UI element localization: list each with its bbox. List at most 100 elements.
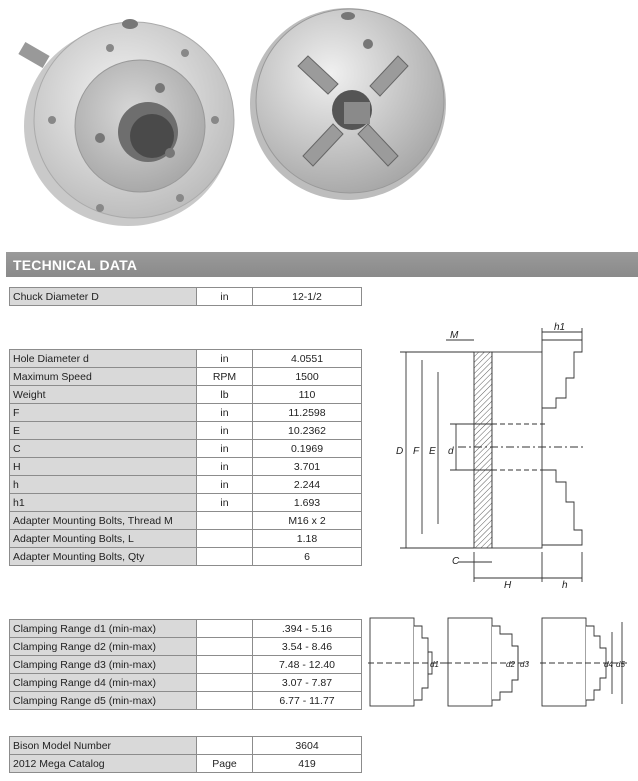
row-unit (196, 637, 253, 656)
row-label: H (9, 457, 197, 476)
section-title: TECHNICAL DATA (13, 257, 138, 273)
row-unit: in (196, 349, 253, 368)
row-value: 110 (252, 385, 362, 404)
row-label: h (9, 475, 197, 494)
row-value: 419 (252, 754, 362, 773)
row-label: Hole Diameter d (9, 349, 197, 368)
row-unit: in (196, 475, 253, 494)
row-unit (196, 511, 253, 530)
table-row: Clamping Range d2 (min-max) 3.54 - 8.46 (9, 637, 362, 656)
row-label: Maximum Speed (9, 367, 197, 386)
row-label: Clamping Range d4 (min-max) (9, 673, 197, 692)
row-value: 0.1969 (252, 439, 362, 458)
row-value: 2.244 (252, 475, 362, 494)
chuck-front-photo (250, 8, 446, 200)
table-row: Clamping Range d5 (min-max) 6.77 - 11.77 (9, 691, 362, 710)
dim-label: M (450, 330, 459, 341)
row-value: 6 (252, 547, 362, 566)
row-value: 10.2362 (252, 421, 362, 440)
row-unit: in (196, 421, 253, 440)
row-label: Weight (9, 385, 197, 404)
row-unit (196, 655, 253, 674)
row-unit (196, 736, 253, 755)
row-unit: in (196, 287, 253, 306)
dim-label: d5 (616, 660, 625, 669)
table-row: Chuck Diameter D in 12-1/2 (9, 287, 362, 306)
dim-label: h1 (554, 322, 565, 333)
row-label: Clamping Range d1 (min-max) (9, 619, 197, 638)
dim-label: D (396, 446, 403, 457)
row-value: 11.2598 (252, 403, 362, 422)
chuck-cross-section-drawing: M h1 D F E d C H h (396, 322, 586, 591)
dim-label: C (452, 556, 460, 567)
dim-label: d3 (520, 660, 529, 669)
row-label: C (9, 439, 197, 458)
row-value: 4.0551 (252, 349, 362, 368)
row-label: E (9, 421, 197, 440)
row-unit (196, 691, 253, 710)
row-unit: in (196, 457, 253, 476)
row-unit: in (196, 439, 253, 458)
row-label: Adapter Mounting Bolts, Qty (9, 547, 197, 566)
dim-label: h (562, 580, 568, 591)
row-label: 2012 Mega Catalog (9, 754, 197, 773)
row-label: Clamping Range d5 (min-max) (9, 691, 197, 710)
row-label: Chuck Diameter D (9, 287, 197, 306)
row-value: 3.701 (252, 457, 362, 476)
clamping-range-table: Clamping Range d1 (min-max) .394 - 5.16 C… (9, 619, 362, 710)
row-unit (196, 547, 253, 566)
row-label: F (9, 403, 197, 422)
row-unit: in (196, 403, 253, 422)
dim-label: d (448, 446, 454, 457)
row-label: Bison Model Number (9, 736, 197, 755)
row-unit (196, 529, 253, 548)
table-row: Clamping Range d4 (min-max) 3.07 - 7.87 (9, 673, 362, 692)
row-label: Clamping Range d3 (min-max) (9, 655, 197, 674)
row-unit (196, 673, 253, 692)
row-unit: lb (196, 385, 253, 404)
row-value: 3.54 - 8.46 (252, 637, 362, 656)
row-unit: Page (196, 754, 253, 773)
dim-label: d2 (506, 660, 515, 669)
table-row: Adapter Mounting Bolts, Qty 6 (9, 547, 362, 566)
table-row: Adapter Mounting Bolts, Thread M M16 x 2 (9, 511, 362, 530)
row-label: Clamping Range d2 (min-max) (9, 637, 197, 656)
row-unit: RPM (196, 367, 253, 386)
chuck-rear-photo (18, 19, 235, 226)
section-header: TECHNICAL DATA (6, 252, 638, 277)
row-label: Adapter Mounting Bolts, Thread M (9, 511, 197, 530)
row-value: 3.07 - 7.87 (252, 673, 362, 692)
row-value: M16 x 2 (252, 511, 362, 530)
row-value: 1.18 (252, 529, 362, 548)
dim-label: E (429, 446, 436, 457)
row-value: 7.48 - 12.40 (252, 655, 362, 674)
table-row: Clamping Range d1 (min-max) .394 - 5.16 (9, 619, 362, 638)
row-value: 1500 (252, 367, 362, 386)
chuck-diameter-table: Chuck Diameter D in 12-1/2 (9, 287, 362, 306)
row-label: h1 (9, 493, 197, 512)
dim-label: d1 (430, 660, 439, 669)
row-value: .394 - 5.16 (252, 619, 362, 638)
dim-label: F (413, 446, 420, 457)
row-value: 6.77 - 11.77 (252, 691, 362, 710)
table-row: Clamping Range d3 (min-max) 7.48 - 12.40 (9, 655, 362, 674)
row-unit: in (196, 493, 253, 512)
dim-label: d4 (604, 660, 613, 669)
dim-label: H (504, 580, 512, 591)
row-value: 12-1/2 (252, 287, 362, 306)
row-value: 1.693 (252, 493, 362, 512)
